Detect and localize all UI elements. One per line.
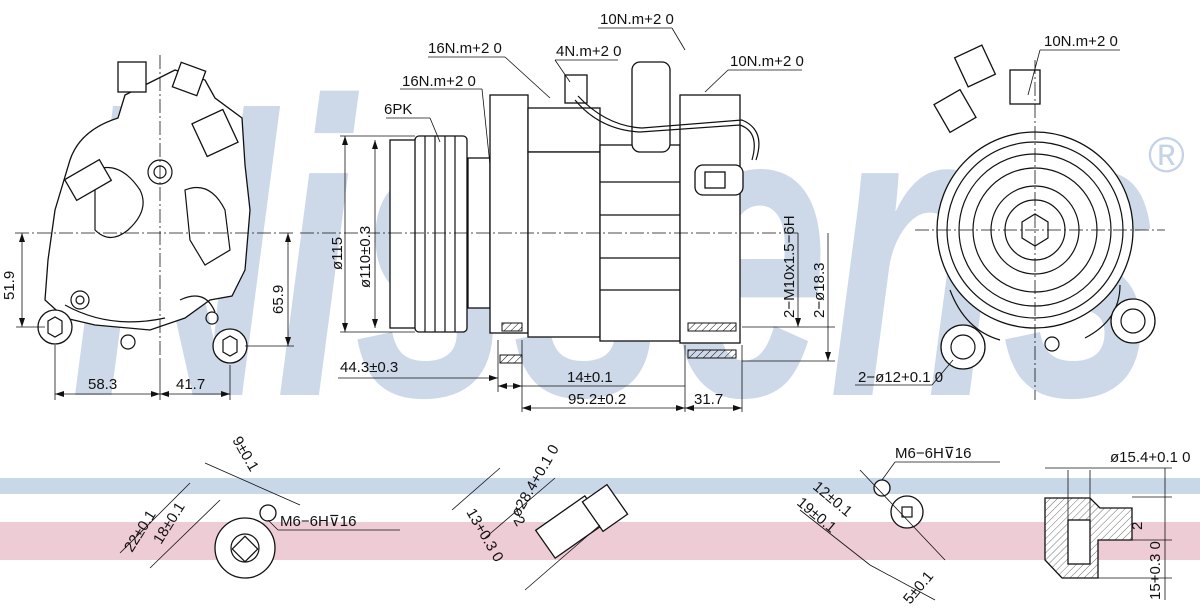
torque-10nm-c: 10N.m+2 0 — [1044, 33, 1118, 50]
dim-15: 15+0.3 0 — [1147, 541, 1164, 600]
dim-14: 14±0.1 — [567, 369, 613, 386]
dim-2-dia-12: 2−ø12+0.1 0 — [858, 369, 943, 386]
dim-dia-18-3: 2−ø18.3 — [811, 263, 828, 318]
dim-31-7: 31.7 — [694, 391, 723, 408]
watermark-band-blue — [0, 478, 1200, 494]
dim-51-9: 51.9 — [1, 271, 18, 300]
thread-m6-a: M6−6H⊽16 — [280, 513, 356, 530]
torque-10nm-a: 10N.m+2 0 — [600, 11, 674, 28]
torque-4nm: 4N.m+2 0 — [556, 43, 621, 60]
dim-2-b: 2 — [1129, 522, 1146, 530]
dim-95-2: 95.2±0.2 — [568, 391, 626, 408]
watermark-band-pink — [0, 522, 1200, 560]
dim-41-7: 41.7 — [176, 376, 205, 393]
registered-mark: ® — [1148, 127, 1185, 183]
front-view: 51.9 65.9 58.3 41.7 — [1, 55, 295, 400]
dim-65-9: 65.9 — [270, 285, 287, 314]
dim-dia-15-4: ø15.4+0.1 0 — [1110, 449, 1190, 466]
dim-5: 5±0.1 — [900, 568, 937, 608]
detail-section: ø15.4+0.1 0 2 15+0.3 0 — [1044, 449, 1190, 600]
torque-16nm-a: 16N.m+2 0 — [428, 40, 502, 57]
thread-m6-b: M6−6H⊽16 — [895, 445, 971, 462]
dim-m10-thread: 2−M10x1.5−6H — [781, 215, 798, 318]
torque-10nm-b: 10N.m+2 0 — [730, 53, 804, 70]
torque-16nm-b: 16N.m+2 0 — [402, 73, 476, 90]
dim-dia-115: ø115 — [329, 237, 346, 270]
label-6pk: 6PK — [384, 101, 412, 118]
dim-44-3: 44.3±0.3 — [340, 359, 398, 376]
dim-dia-110: ø110±0.3 — [357, 226, 374, 288]
side-view: ø115 ø110±0.3 44.3±0.3 14±0.1 95.2±0.2 3… — [300, 11, 835, 412]
dim-58-3: 58.3 — [88, 376, 117, 393]
rear-view: 10N.m+2 0 2−ø12+0.1 0 — [855, 33, 1165, 400]
